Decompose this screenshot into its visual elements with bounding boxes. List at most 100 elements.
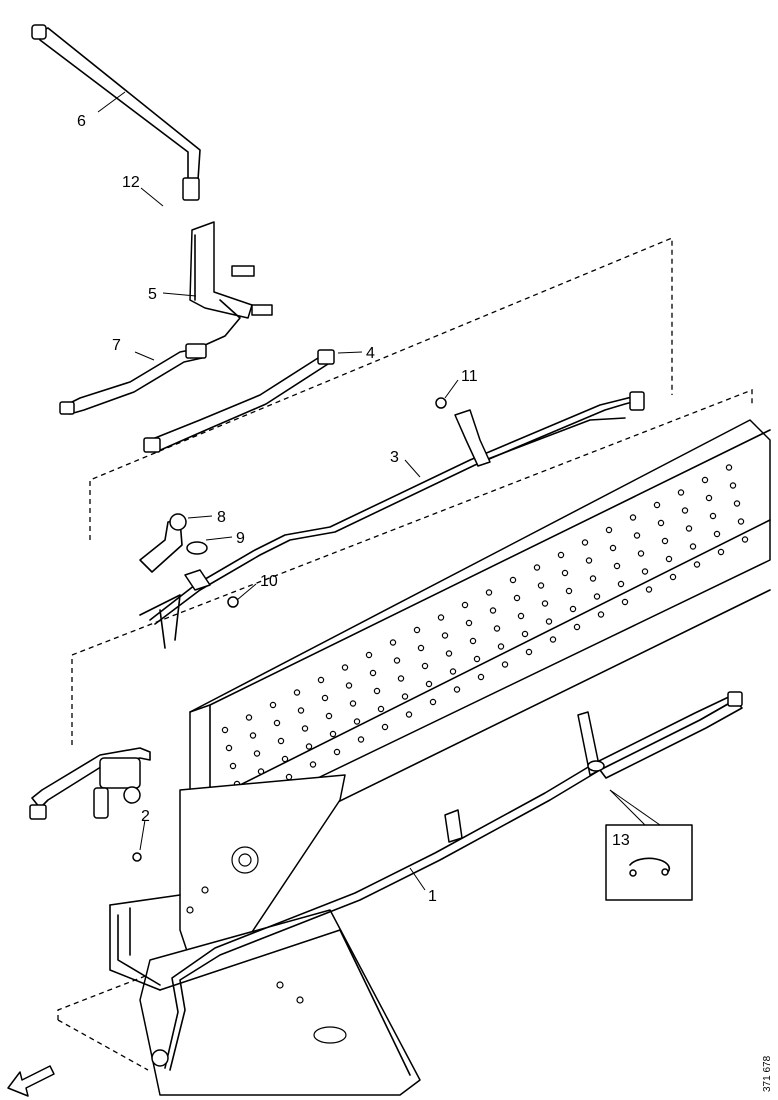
rail-hole [589, 575, 597, 582]
rail-hole [357, 736, 365, 743]
rail-hole [405, 711, 413, 718]
rail-hole [733, 500, 741, 507]
rail-hole [737, 518, 745, 525]
frame-rail [189, 419, 771, 851]
rail-hole [725, 464, 733, 471]
rail-hole [221, 726, 229, 734]
rail-hole [401, 693, 409, 700]
clamp-11 [435, 397, 491, 467]
rail-hole [329, 730, 337, 738]
rail-hole [273, 719, 281, 727]
rail-hole [321, 694, 329, 702]
rail-hole [413, 626, 421, 634]
rail-hole [425, 680, 433, 688]
rail-hole [393, 657, 401, 664]
rail-hole [461, 601, 469, 609]
rail-hole [281, 755, 289, 763]
rail-hole [449, 668, 457, 675]
callout-2: 2 [141, 808, 150, 825]
rail-hole [629, 514, 637, 521]
clamp-ring-icon [629, 857, 671, 873]
rail-hole [305, 743, 313, 750]
detail-inset-13 [605, 789, 693, 901]
rail-hole [333, 748, 341, 756]
rail-hole [593, 593, 601, 600]
callout-7: 7 [112, 337, 121, 354]
rail-hole [665, 555, 673, 563]
rail-hole [645, 586, 653, 593]
rail-hole [469, 637, 477, 645]
rail-perforations [221, 464, 749, 806]
rail-hole [541, 600, 549, 607]
rail-hole [641, 568, 649, 575]
rail-hole [325, 712, 333, 720]
callout-labels: 1 2 3 4 5 6 7 8 9 10 11 12 13 [77, 113, 630, 905]
rail-hole [729, 482, 737, 489]
rail-hole [549, 636, 557, 643]
rail-hole [585, 557, 593, 564]
rail-hole [677, 489, 685, 496]
rail-hole [225, 744, 233, 752]
rail-hole [453, 686, 461, 693]
rail-hole [709, 512, 717, 520]
rail-hole [485, 589, 493, 596]
rail-hole [377, 705, 385, 713]
rail-hole [581, 539, 589, 546]
rail-hole [597, 611, 605, 618]
pipe-1 [117, 691, 743, 1071]
callout-3: 3 [390, 449, 399, 466]
rail-hole [681, 507, 689, 514]
reference-number: 371 678 [762, 1055, 773, 1092]
rail-hole [557, 551, 565, 559]
rail-hole [621, 598, 629, 606]
rail-hole [537, 582, 545, 589]
rail-hole [373, 687, 381, 695]
rail-hole [689, 543, 697, 550]
hose-7 [59, 343, 207, 415]
rail-hole [661, 537, 669, 545]
rail-hole [633, 532, 641, 539]
rail-hole [545, 618, 553, 625]
rail-hole [293, 689, 301, 696]
rail-hole [249, 732, 257, 739]
rail-hole [345, 682, 353, 689]
rail-hole [389, 639, 397, 646]
rail-hole [521, 630, 529, 638]
rail-hole [445, 650, 453, 657]
rail-hole [509, 576, 517, 584]
rail-hole [613, 562, 621, 570]
rail-hole [317, 676, 325, 684]
rail-hole [609, 544, 617, 552]
valve-assembly [29, 747, 151, 862]
rail-hole [365, 651, 373, 659]
callout-6: 6 [77, 113, 86, 130]
rail-hole [301, 725, 309, 732]
callout-11: 11 [461, 368, 478, 385]
callout-1: 1 [428, 888, 437, 905]
rail-hole [269, 701, 277, 709]
rail-hole [637, 550, 645, 557]
front-direction-arrow-icon [7, 1065, 55, 1097]
rail-hole [561, 569, 569, 577]
rail-hole [669, 573, 677, 581]
cross-member [109, 774, 421, 1096]
rail-hole [309, 761, 317, 768]
rail-hole [705, 494, 713, 502]
rail-hole [493, 625, 501, 632]
rail-hole [741, 536, 749, 543]
rail-hole [417, 644, 425, 652]
rail-hole [465, 619, 473, 627]
rail-hole [245, 714, 253, 721]
rail-hole [489, 607, 497, 614]
elbow-fitting-8-9 [139, 513, 239, 649]
rail-hole [525, 648, 533, 656]
rail-hole [349, 700, 357, 707]
callout-5: 5 [148, 286, 157, 303]
rail-hole [437, 614, 445, 621]
rail-hole [693, 561, 701, 568]
rail-hole [533, 564, 541, 571]
dashed-assembly-outlines [57, 237, 753, 1071]
pipe-3 [149, 391, 645, 625]
hose-4 [143, 349, 335, 453]
